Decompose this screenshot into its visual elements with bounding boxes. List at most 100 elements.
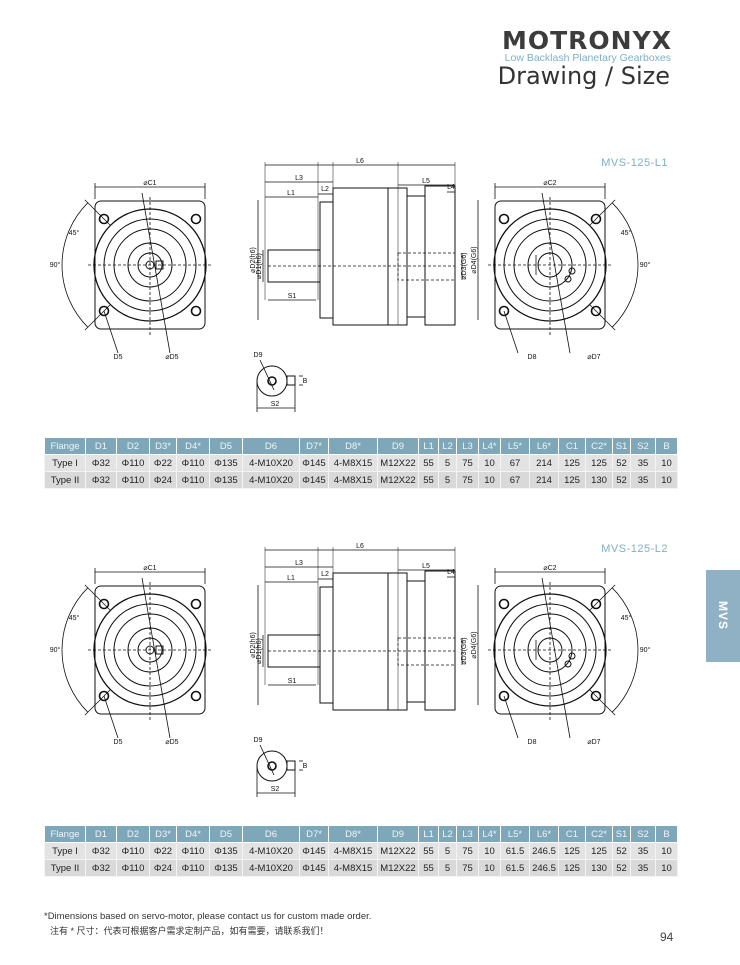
dimension-label: B bbox=[303, 378, 308, 385]
dimension-label: D8 bbox=[528, 354, 537, 361]
column-header: B bbox=[655, 437, 678, 455]
mount-hole-icon bbox=[190, 305, 202, 317]
table-cell: Φ22 bbox=[149, 842, 177, 860]
column-header: L1 bbox=[418, 825, 439, 843]
footnote-english: *Dimensions based on servo-motor, please… bbox=[44, 911, 372, 922]
table-cell: 52 bbox=[612, 859, 631, 877]
flange-plate bbox=[319, 586, 334, 704]
flange-plate bbox=[319, 201, 334, 319]
page-number: 94 bbox=[660, 930, 674, 944]
table-cell: Φ110 bbox=[176, 471, 210, 489]
table-cell: Φ22 bbox=[149, 454, 177, 472]
gearbox-neck bbox=[406, 580, 426, 703]
mount-hole-icon bbox=[190, 213, 202, 225]
column-header: C1 bbox=[558, 825, 586, 843]
table-cell: 61.5 bbox=[500, 842, 530, 860]
table-cell: 4-M8X15 bbox=[328, 454, 378, 472]
table-cell: Φ32 bbox=[85, 471, 117, 489]
mount-hole-icon bbox=[190, 598, 202, 610]
table-cell: Φ135 bbox=[209, 454, 243, 472]
gearbox-neck bbox=[406, 195, 426, 318]
gearbox-body bbox=[332, 572, 389, 711]
input-bore bbox=[397, 252, 456, 281]
column-header: D9 bbox=[377, 437, 419, 455]
table-cell: 4-M10X20 bbox=[242, 454, 300, 472]
table-cell: 10 bbox=[655, 842, 678, 860]
table-cell: 246.5 bbox=[529, 859, 559, 877]
column-header: L2 bbox=[438, 437, 457, 455]
table-cell: Φ135 bbox=[209, 471, 243, 489]
table-cell: Φ110 bbox=[116, 859, 150, 877]
mount-hole-icon bbox=[498, 598, 510, 610]
table-cell: 10 bbox=[655, 454, 678, 472]
table-cell: Type II bbox=[44, 859, 86, 877]
table-cell: 10 bbox=[655, 859, 678, 877]
tap-hole-icon bbox=[564, 660, 572, 668]
angle-line bbox=[84, 584, 111, 611]
model-label-1: MVS-125-L1 bbox=[601, 157, 668, 169]
table-cell: M12X22 bbox=[377, 454, 419, 472]
table-cell: Φ110 bbox=[176, 859, 210, 877]
angle-line bbox=[589, 304, 616, 331]
column-header: S2 bbox=[630, 437, 656, 455]
table-cell: Φ145 bbox=[299, 859, 329, 877]
table-cell: 214 bbox=[529, 454, 559, 472]
table-cell: 125 bbox=[558, 859, 586, 877]
leader-line bbox=[103, 695, 119, 739]
table-cell: 125 bbox=[558, 471, 586, 489]
dimension-label: ⌀D5 bbox=[165, 354, 178, 361]
mount-hole-icon bbox=[498, 213, 510, 225]
column-header: Flange bbox=[44, 437, 86, 455]
column-header: D2 bbox=[116, 825, 150, 843]
dimension-label: L1 bbox=[287, 575, 295, 582]
table-cell: 75 bbox=[456, 859, 479, 877]
dimension-label: ⌀D2(h6) bbox=[250, 632, 257, 658]
angle-line bbox=[84, 199, 111, 226]
column-header: L4* bbox=[478, 825, 501, 843]
angle-line bbox=[84, 689, 111, 716]
mount-hole-icon bbox=[190, 690, 202, 702]
table-cell: 10 bbox=[478, 859, 501, 877]
gearbox-ring bbox=[387, 187, 408, 326]
table-cell: 55 bbox=[418, 842, 439, 860]
angle-line bbox=[589, 689, 616, 716]
table-cell: Φ145 bbox=[299, 471, 329, 489]
dimension-label: D8 bbox=[528, 739, 537, 746]
table-cell: Φ145 bbox=[299, 842, 329, 860]
table-cell: Φ135 bbox=[209, 842, 243, 860]
table-cell: Φ110 bbox=[176, 454, 210, 472]
key-section bbox=[286, 375, 296, 386]
table-cell: 5 bbox=[438, 859, 457, 877]
table-cell: 61.5 bbox=[500, 859, 530, 877]
dimension-label: D9 bbox=[254, 352, 263, 359]
column-header: L5* bbox=[500, 437, 530, 455]
table-cell: 10 bbox=[478, 471, 501, 489]
column-header: C2* bbox=[585, 437, 613, 455]
dimension-label: ⌀D4(G6) bbox=[471, 246, 478, 273]
column-header: L1 bbox=[418, 437, 439, 455]
dimension-label: L1 bbox=[287, 190, 295, 197]
dimension-label: L6 bbox=[356, 543, 364, 550]
table-cell: 10 bbox=[478, 842, 501, 860]
mount-hole-icon bbox=[590, 213, 602, 225]
table-cell: 4-M8X15 bbox=[328, 842, 378, 860]
tap-hole-icon bbox=[267, 376, 277, 386]
dimension-label: S1 bbox=[288, 293, 297, 300]
dimension-label: ⌀C1 bbox=[143, 180, 156, 187]
mount-hole-icon bbox=[98, 598, 110, 610]
mount-hole-icon bbox=[98, 690, 110, 702]
column-header: D8* bbox=[328, 825, 378, 843]
dimension-label: L4 bbox=[447, 569, 455, 576]
table-cell: 52 bbox=[612, 842, 631, 860]
dimension-label: S2 bbox=[271, 401, 280, 408]
side-tab-mvs[interactable]: MVS bbox=[706, 570, 740, 662]
dimension-label: ⌀D2(h6) bbox=[250, 247, 257, 273]
column-header: D6 bbox=[242, 437, 300, 455]
dimension-label: 90° bbox=[50, 261, 61, 269]
leader-line bbox=[103, 310, 119, 354]
table-cell: 35 bbox=[630, 471, 656, 489]
table-cell: 55 bbox=[418, 471, 439, 489]
column-header: D7* bbox=[299, 825, 329, 843]
mount-hole-icon bbox=[498, 305, 510, 317]
logo-text: MOTRONYX bbox=[502, 26, 672, 55]
